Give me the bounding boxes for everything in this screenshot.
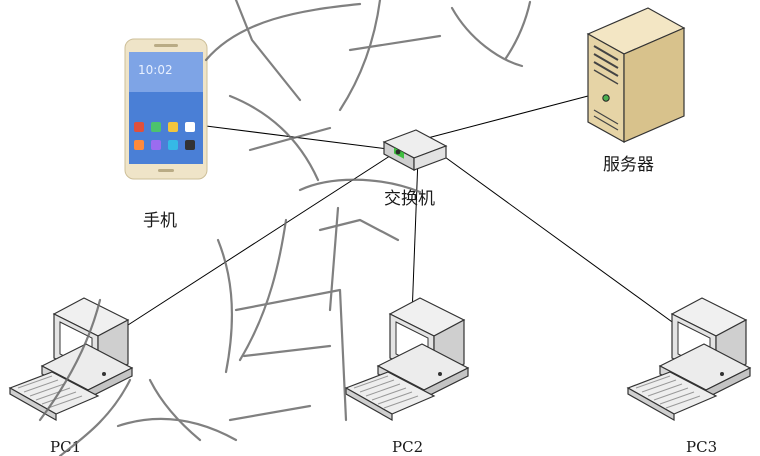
pc2-label: PC2 <box>392 438 424 456</box>
tower-server-icon <box>586 7 686 144</box>
phone-label: 手机 <box>143 211 177 231</box>
link-server-switch <box>419 95 589 141</box>
link-phone-switch <box>205 125 397 151</box>
server-label: 服务器 <box>603 155 654 175</box>
pc3-label: PC3 <box>686 438 718 456</box>
svg-text:10:02: 10:02 <box>138 63 173 77</box>
desktop-computer-icon <box>344 297 470 422</box>
switch-label: 交换机 <box>384 189 435 209</box>
desktop-computer-icon <box>626 297 752 422</box>
smartphone-icon: 10:02 <box>124 38 208 180</box>
desktop-computer-icon <box>8 297 134 422</box>
network-switch-icon <box>382 129 448 171</box>
pc1-label: PC1 <box>50 438 82 456</box>
link-pc3-switch <box>437 151 687 333</box>
